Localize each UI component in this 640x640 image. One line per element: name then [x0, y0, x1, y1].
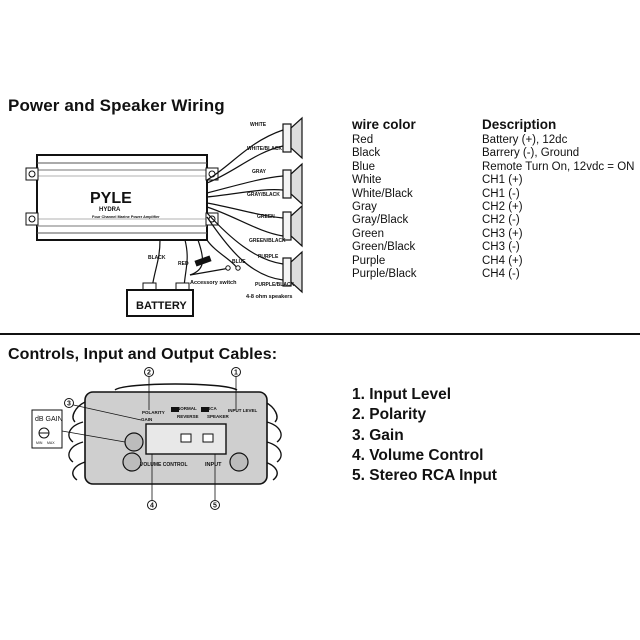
table-header-description: Description — [482, 117, 557, 132]
label-accessory: Accessory switch — [190, 280, 237, 286]
battery-label: BATTERY — [136, 300, 187, 312]
wire-color-cell: Gray — [352, 200, 377, 213]
label-blue: BLUE — [232, 259, 246, 265]
wire-description-cell: CH4 (-) — [482, 267, 520, 280]
label-input-level: INPUT LEVEL — [228, 408, 258, 413]
wire-description-cell: CH2 (+) — [482, 200, 523, 213]
wire-description-cell: Battery (+), 12dc — [482, 134, 568, 146]
section-title-power-wiring: Power and Speaker Wiring — [8, 96, 225, 115]
wire-color-cell: Gray/Black — [352, 214, 409, 227]
legend-item-polarity: 2. Polarity — [352, 406, 427, 424]
controls-legend: 1. Input Level 2. Polarity 3. Gain 4. Vo… — [352, 385, 497, 486]
label-gray-black: GRAY/BLACK — [247, 192, 280, 198]
label-black: BLACK — [148, 255, 166, 261]
speaker-ch1-icon — [282, 116, 303, 160]
label-red: RED — [178, 261, 189, 267]
wire-color-cell: White/Black — [352, 187, 413, 200]
wire-description-cell: Barrery (-), Ground — [482, 147, 580, 160]
callout-2: 2 — [147, 370, 151, 377]
label-reverse: REVERSE — [177, 414, 199, 419]
wire-color-cell: Green — [352, 227, 384, 240]
amp-brand: PYLE — [90, 190, 132, 207]
amp-model: HYDRA — [99, 207, 121, 213]
wire-description-cell: Remote Turn On, 12vdc = ON — [482, 160, 635, 173]
callout-1: 1 — [234, 370, 238, 377]
wire-color-cell: Green/Black — [352, 241, 416, 254]
legend-item-gain: 3. Gain — [352, 426, 404, 444]
label-gray: GRAY — [252, 169, 267, 175]
input-switch[interactable] — [201, 407, 209, 412]
callout-3: 3 — [67, 401, 71, 408]
amplifier-body: PYLE HYDRA Four Channel Marine Power Amp… — [25, 154, 219, 241]
label-polarity: POLARITY — [142, 410, 165, 415]
label-purple-black: PURPLE/BLACK — [255, 282, 295, 288]
label-rca: RCA — [207, 406, 217, 411]
label-speakers: 4-8 ohm speakers — [246, 294, 292, 300]
label-min: MIN — [36, 441, 43, 445]
legend-item-input-level: 1. Input Level — [352, 386, 452, 403]
wire-description-cell: CH1 (-) — [482, 187, 520, 200]
controls-diagram: POLARITY GAIN NORMAL REVERSE RCA SPEAKER… — [31, 367, 282, 510]
label-green-black: GREEN/BLACK — [249, 238, 286, 244]
wire-description-cell: CH3 (-) — [482, 241, 520, 254]
legend-item-stereo-rca-input: 5. Stereo RCA Input — [352, 467, 497, 485]
wire-description-cell: CH3 (+) — [482, 227, 523, 240]
gain-knob[interactable] — [124, 432, 144, 452]
label-purple: PURPLE — [258, 254, 279, 260]
input-level-knob[interactable] — [229, 452, 249, 472]
speaker-ch3-icon — [282, 204, 303, 248]
amp-subtitle: Four Channel Marine Power Amplifier — [92, 215, 160, 219]
legend-item-volume-control: 4. Volume Control — [352, 446, 484, 464]
label-db-gain: dB GAIN — [35, 416, 63, 423]
speaker-icons — [282, 116, 303, 294]
wire-color-cell: Purple/Black — [352, 267, 417, 280]
label-max: MAX — [47, 441, 55, 445]
wire-color-cell: Black — [352, 147, 381, 160]
volume-control-knob[interactable] — [122, 452, 142, 472]
speaker-ch4-icon — [282, 250, 303, 294]
label-normal: NORMAL — [177, 406, 197, 411]
wire-color-cell: Purple — [352, 254, 386, 267]
wire-description-cell: CH4 (+) — [482, 254, 523, 267]
label-white-black: WHITE/BLACK — [247, 146, 282, 152]
db-gain-inset: dB GAIN MIN MAX — [31, 409, 63, 449]
label-speaker: SPEAKER — [207, 414, 230, 419]
section-divider — [0, 333, 640, 335]
polarity-switch[interactable] — [171, 407, 179, 412]
wire-color-cell: Blue — [352, 160, 376, 173]
label-white: WHITE — [250, 122, 267, 128]
callout-4: 4 — [150, 503, 154, 510]
table-header-color: wire color — [352, 117, 416, 132]
wire-description-cell: CH1 (+) — [482, 174, 523, 187]
label-volume-control: VOLUME CONTROL — [140, 462, 188, 468]
speaker-ch2-icon — [282, 162, 303, 206]
battery-icon: BATTERY — [126, 282, 194, 317]
wire-color-cell: Red — [352, 134, 374, 146]
wiring-diagram: PYLE HYDRA Four Channel Marine Power Amp… — [25, 116, 303, 317]
label-input: INPUT — [205, 462, 222, 468]
wire-description-cell: CH2 (-) — [482, 214, 520, 227]
wire-color-cell: White — [352, 174, 382, 187]
label-green: GREEN — [257, 214, 275, 220]
callout-5: 5 — [213, 503, 217, 510]
section-title-controls: Controls, Input and Output Cables: — [8, 346, 278, 363]
label-gain: GAIN — [141, 417, 152, 422]
